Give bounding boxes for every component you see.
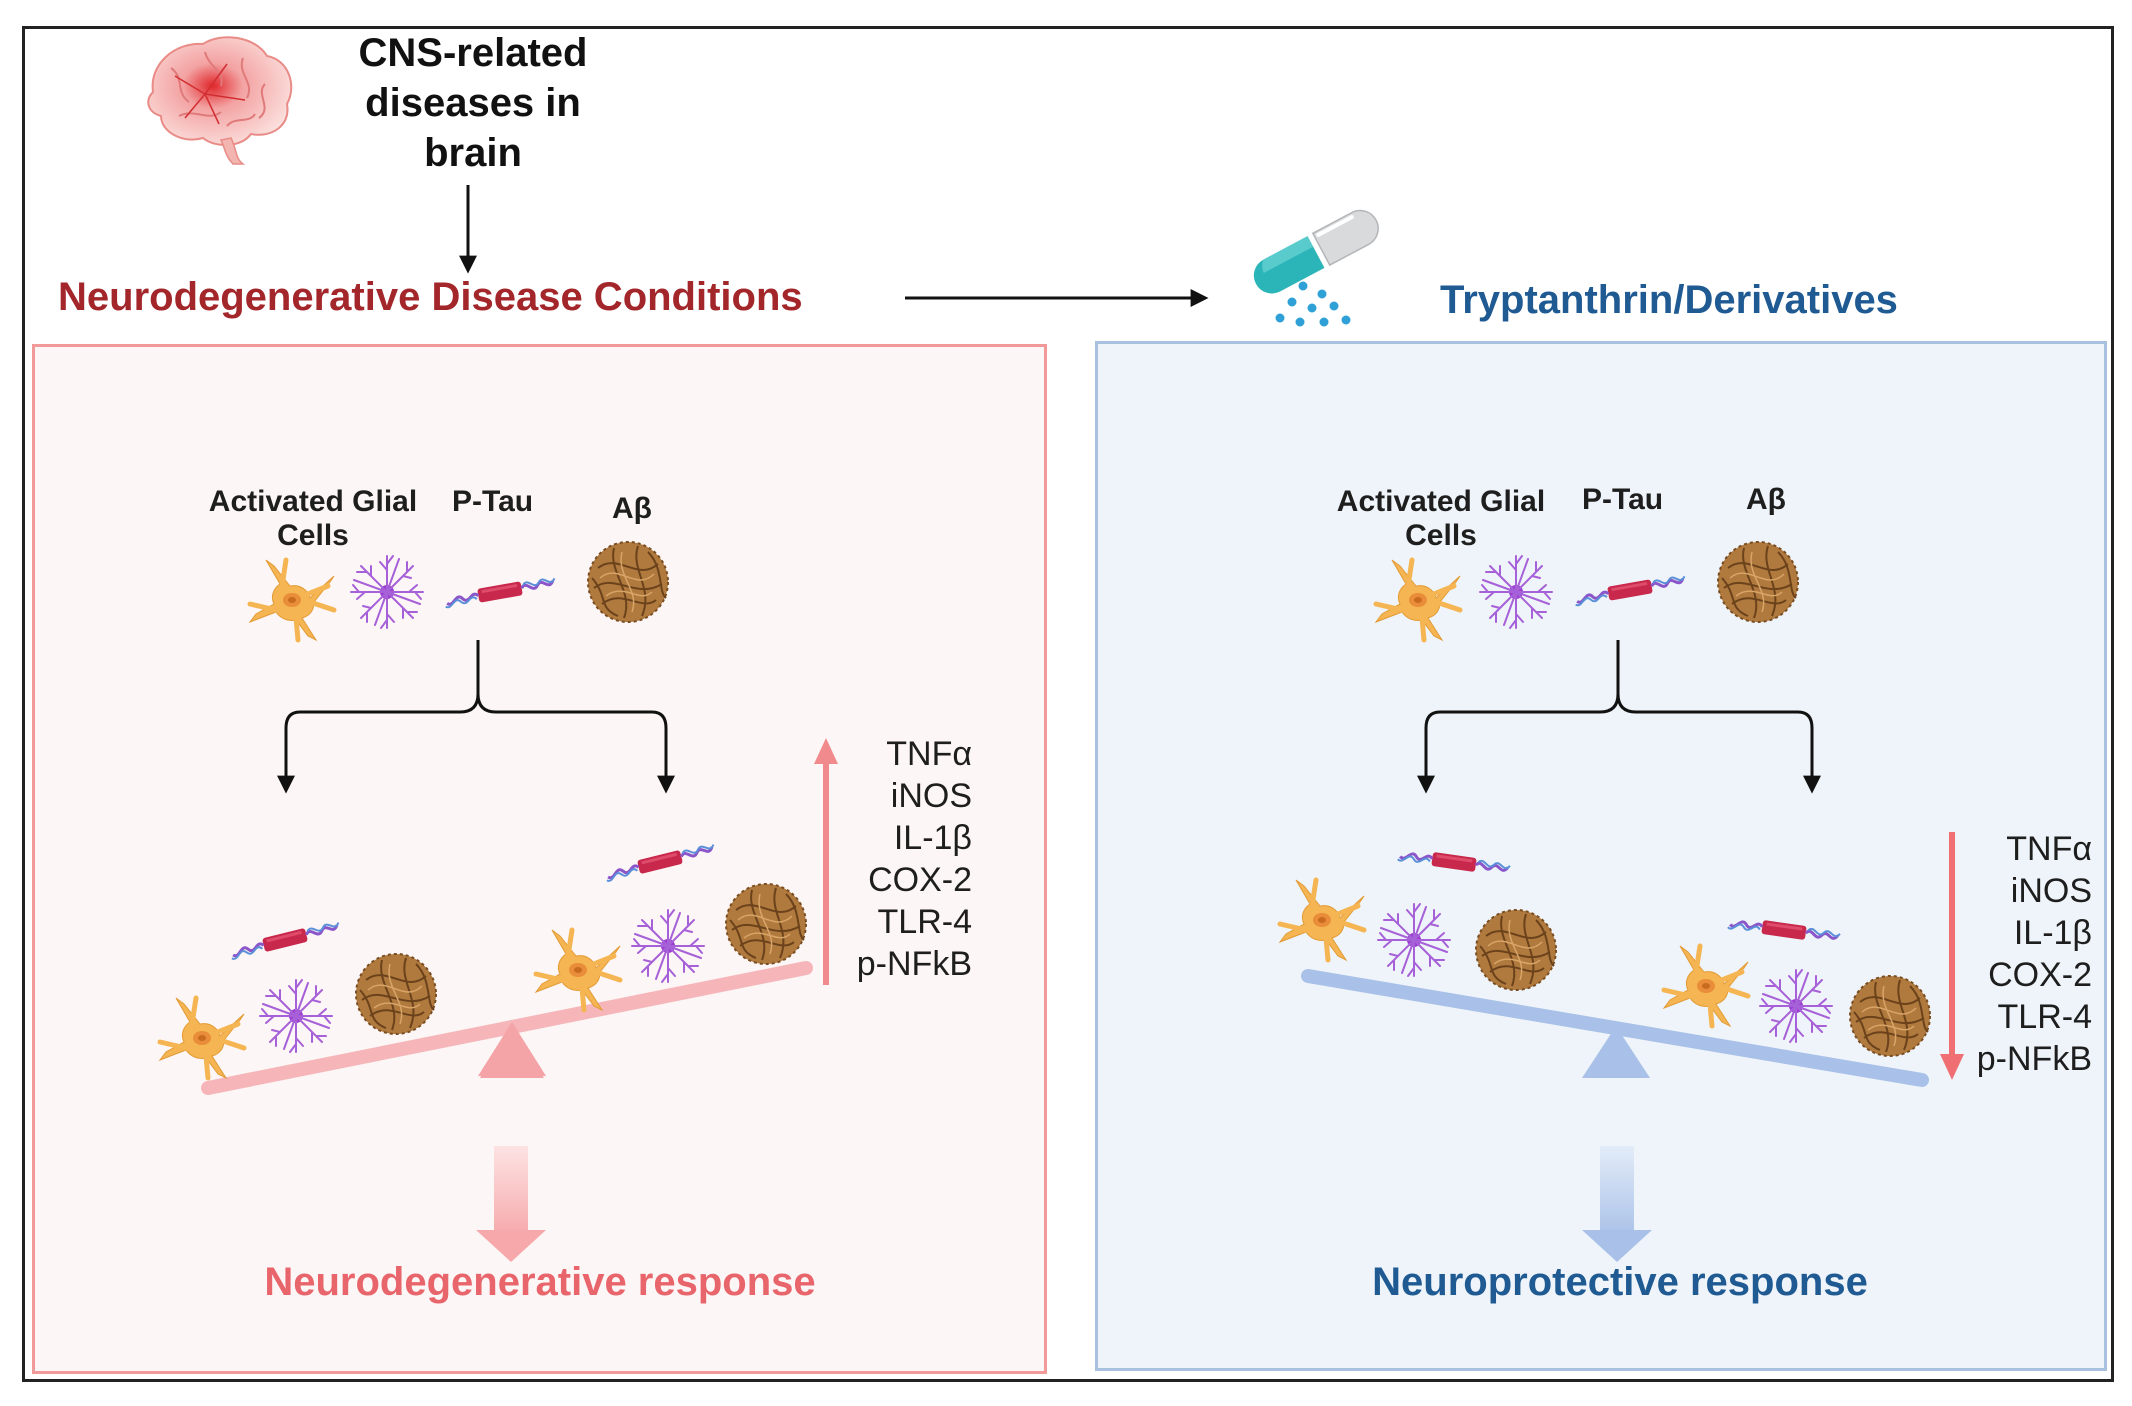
right-response-label: Neuroprotective response — [1372, 1260, 1868, 1304]
astrocyte-icon — [160, 998, 244, 1078]
capsule-icon — [1253, 209, 1379, 294]
left-response-label: Neurodegenerative response — [264, 1260, 816, 1304]
left-panel — [32, 344, 1047, 1374]
microglia-icon — [1759, 969, 1833, 1043]
microglia-icon — [631, 909, 705, 983]
cytokine-item: iNOS — [890, 777, 972, 815]
cytokine-down-arrow — [1940, 832, 1964, 1080]
microglia-icon — [259, 979, 333, 1053]
astrocyte-icon — [1280, 880, 1364, 960]
cns-title: CNS-related diseases in brain — [328, 28, 618, 178]
outer-frame — [22, 26, 2114, 1382]
cytokine-up-arrow — [814, 738, 838, 985]
seesaw-icon — [1301, 969, 1929, 1087]
glial-label-line: Activated Glial — [1336, 485, 1546, 518]
left-abeta-label: Aβ — [612, 492, 652, 525]
right-bracket-arrow-right — [1616, 693, 1821, 794]
drug-label: Tryptanthrin/Derivatives — [1440, 278, 1898, 322]
microglia-icon — [1479, 555, 1553, 629]
amyloid-plaque-icon — [355, 953, 437, 1035]
amyloid-plaque-icon — [1475, 909, 1557, 991]
right-cytokine-list: TNFα iNOS IL-1β COX-2 TLR-4 p-NFkB — [1940, 828, 2092, 1080]
amyloid-plaque-icon — [1849, 975, 1931, 1057]
left-response-arrow — [476, 1146, 546, 1262]
cytokine-item: iNOS — [2010, 872, 2092, 910]
right-bracket-arrow-left — [1417, 640, 1620, 794]
astrocyte-icon — [250, 560, 334, 640]
glial-label-line: Cells — [277, 519, 349, 552]
left-bracket-arrow-left — [277, 640, 480, 794]
cns-title-line: brain — [424, 131, 522, 175]
seesaw-icon — [201, 961, 813, 1095]
tau-filament-icon — [602, 840, 718, 884]
astrocyte-icon — [536, 930, 620, 1010]
condition-label: Neurodegenerative Disease Conditions — [58, 275, 803, 319]
microglia-icon — [1377, 903, 1451, 977]
tau-filament-icon — [442, 573, 558, 611]
cytokine-item: TLR-4 — [877, 903, 972, 941]
amyloid-plaque-icon — [587, 541, 669, 623]
astrocyte-icon — [1376, 560, 1460, 640]
cytokine-item: TNFα — [886, 735, 972, 773]
left-ptau-label: P-Tau — [452, 485, 534, 518]
cytokine-item: COX-2 — [868, 861, 972, 899]
right-response-arrow — [1582, 1146, 1652, 1262]
cytokine-item: p-NFkB — [1976, 1040, 2092, 1078]
glial-label-line: Cells — [1405, 519, 1477, 552]
cytokine-item: TNFα — [2006, 830, 2092, 868]
cytokine-item: p-NFkB — [856, 945, 972, 983]
tau-filament-icon — [1572, 571, 1688, 609]
cns-title-line: diseases in — [365, 81, 581, 125]
right-abeta-label: Aβ — [1746, 483, 1786, 516]
powder-dots — [1275, 281, 1351, 327]
tau-filament-icon — [1396, 845, 1512, 879]
right-glial-row — [1376, 541, 1799, 640]
amyloid-plaque-icon — [725, 883, 807, 965]
left-bracket-arrow-right — [476, 693, 675, 794]
cytokine-item: IL-1β — [2013, 914, 2092, 952]
tau-filament-icon — [1726, 913, 1842, 947]
brain-icon — [147, 36, 293, 165]
astrocyte-icon — [1664, 946, 1748, 1026]
right-glial-label: Activated Glial Cells — [1326, 485, 1556, 553]
tau-filament-icon — [227, 918, 343, 962]
left-glial-row — [250, 541, 669, 640]
cytokine-item: COX-2 — [1988, 956, 2092, 994]
cytokine-item: IL-1β — [893, 819, 972, 857]
left-glial-label: Activated Glial Cells — [198, 485, 428, 553]
cytokine-item: TLR-4 — [1997, 998, 2092, 1036]
glial-label-line: Activated Glial — [208, 485, 418, 518]
left-cytokine-list: TNFα iNOS IL-1β COX-2 TLR-4 p-NFkB — [820, 733, 972, 985]
cns-title-line: CNS-related — [358, 31, 588, 75]
right-ptau-label: P-Tau — [1582, 483, 1664, 516]
amyloid-plaque-icon — [1717, 541, 1799, 623]
microglia-icon — [350, 555, 424, 629]
